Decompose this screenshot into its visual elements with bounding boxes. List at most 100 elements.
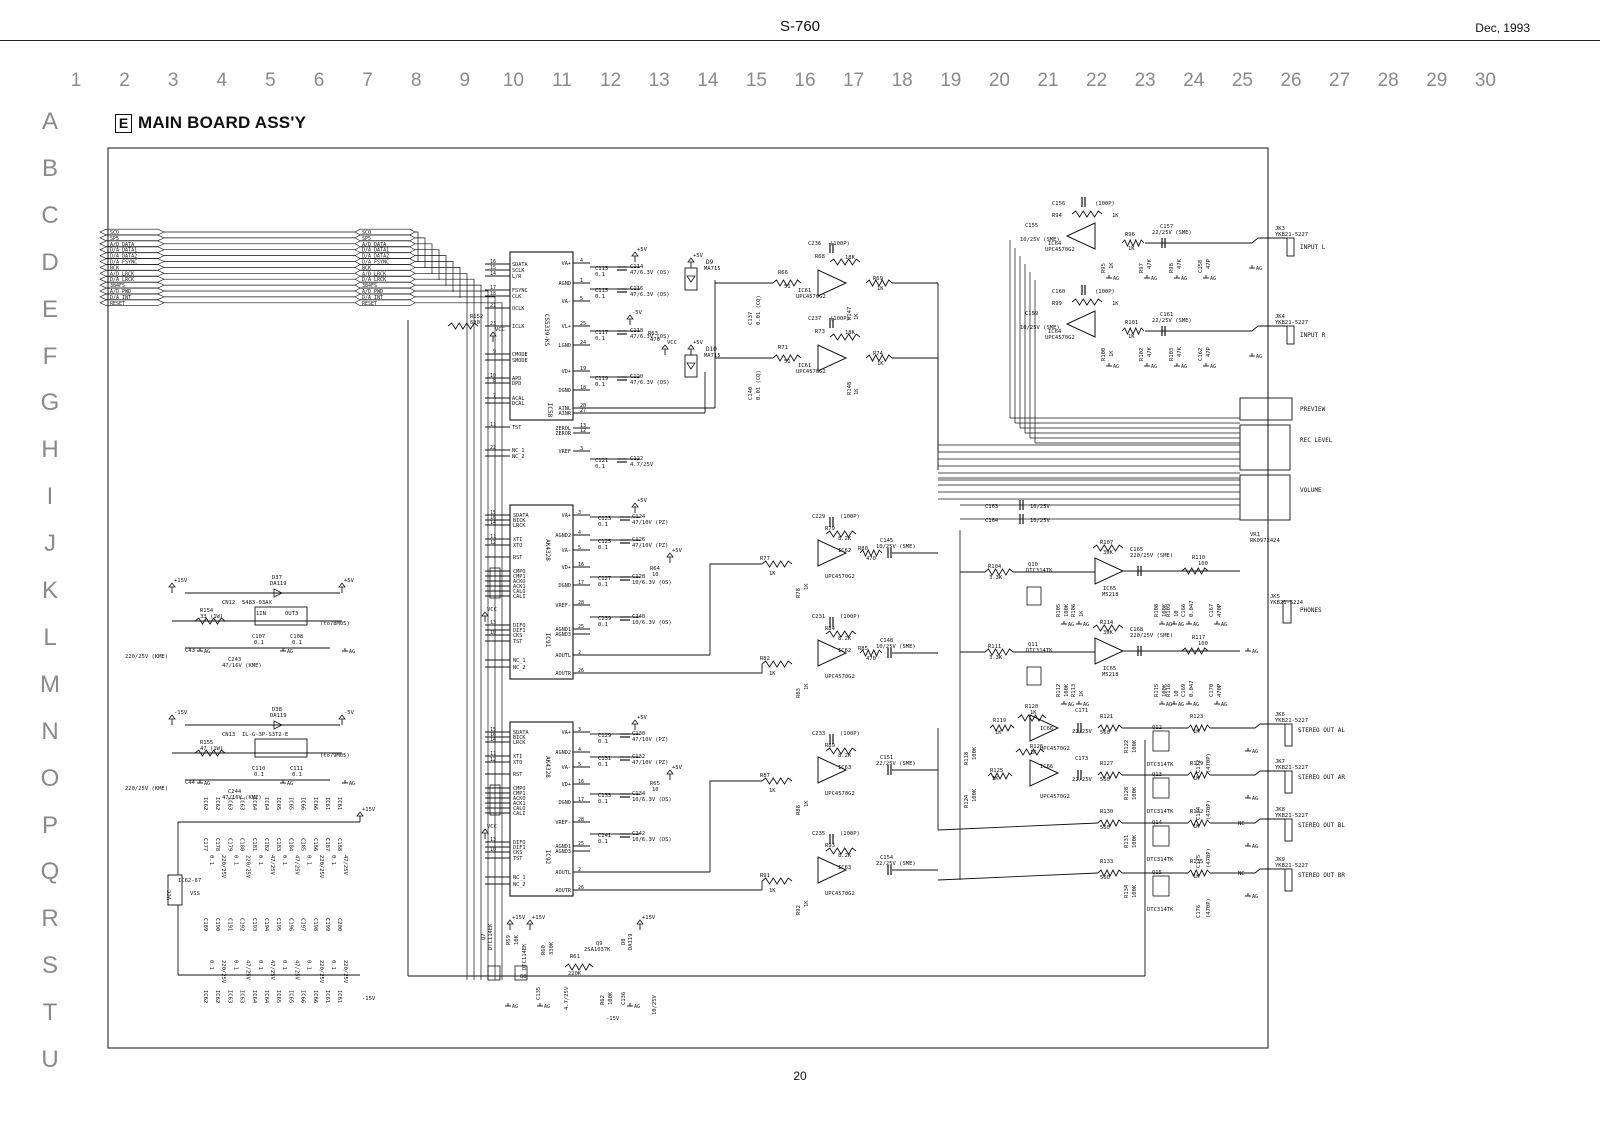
input-ic-part: UPC4570G2 — [1045, 335, 1075, 341]
grid-column-29: 29 — [1426, 70, 1448, 91]
ground-label: AG — [1252, 796, 1258, 802]
out-r-val: 1K — [1193, 776, 1200, 782]
out-mute-transistor — [1152, 777, 1170, 799]
cap-value: 0.1 — [598, 762, 608, 768]
cap-ref: C241 — [598, 833, 611, 839]
out-ra-val: 560 — [1100, 875, 1110, 881]
decoupling-val-top: 47/25V — [293, 855, 299, 876]
dac-buffer-rfb-ref: R93 — [825, 843, 835, 849]
input-jack-wire — [1240, 325, 1287, 332]
out-ra-ref: R130 — [1100, 809, 1113, 815]
cap-ref: C113 — [595, 266, 608, 272]
reg2-diode-part: DA119 — [270, 713, 287, 719]
ic58-pin-number: 22 — [490, 445, 496, 451]
decoupling-val-top: 0.1 — [232, 855, 238, 865]
adc-buffer-opamp — [817, 344, 848, 372]
ic58-pin-name: VD+ — [562, 369, 571, 375]
ic58-pin-name: ZEROR — [555, 431, 571, 437]
ic92-pin-name: ACKO — [513, 796, 526, 802]
rail-arrow — [631, 502, 639, 508]
ic58-pin-name: DCAL — [512, 401, 525, 407]
ic92-pin-number: 2 — [578, 867, 581, 873]
rail-arrow — [526, 919, 534, 925]
schematic-frame — [107, 147, 1269, 1049]
out-mute-transistor — [1152, 875, 1170, 897]
rail-label: VCC — [487, 607, 497, 613]
ic92-pin-name: XTO — [513, 760, 522, 766]
decoupling-ic-top: IC61 — [336, 797, 342, 810]
cap-ref: C239 — [598, 616, 611, 622]
phones-output-resistor — [1181, 647, 1209, 655]
r124-ref: R124 — [964, 794, 970, 808]
bus-route — [415, 284, 482, 980]
cap-value: 47/6.3V (OS) — [630, 380, 670, 386]
phones-jack-part: YKB21-5224 — [1270, 600, 1304, 606]
r126-resistor — [1015, 748, 1045, 756]
bus-route — [415, 237, 426, 268]
ic62-67-supply-box — [167, 874, 183, 906]
out-nc-label: NC — [1238, 821, 1245, 827]
input-cfb-val: (100P) — [1095, 201, 1115, 207]
dac-feedback-resistor — [825, 630, 857, 638]
r65-value: 10 — [652, 787, 659, 793]
grid-column-21: 21 — [1037, 70, 1059, 91]
ic91-pin-name: DIF1 — [513, 628, 526, 634]
input-shunt-val: 47K — [1147, 258, 1153, 269]
ic58-pin-name: FSYNC — [512, 288, 528, 294]
adc-buffer-rbias-val: 1K — [854, 388, 860, 395]
dac-buffer-rin-val: 1K — [769, 671, 776, 677]
dac-buffer-opamp — [817, 639, 848, 667]
reg2-r-ref: R155 — [200, 740, 213, 746]
r60-val: 330K — [549, 941, 555, 955]
grid-column-1: 1 — [70, 70, 82, 91]
out-rb-val: 100K — [1132, 884, 1138, 898]
ground-label: AG — [1178, 702, 1184, 708]
ic58-pin-number: 27 — [580, 408, 586, 414]
phones-ic-ref: IC65 — [1103, 666, 1116, 672]
dac-buffer-rout-val: 470 — [866, 656, 876, 662]
ic92-pin-number: 14 — [490, 737, 496, 743]
grid-column-11: 11 — [552, 70, 572, 91]
reg1-c4-val: 47/16V (KME) — [222, 663, 262, 669]
ic92-pin-number: 16 — [578, 779, 584, 785]
ic91-pin-name: CALO — [513, 589, 526, 595]
decoupling-cap-top: C183 — [275, 838, 281, 851]
ic58-pin-name: VA+ — [562, 261, 571, 267]
dac-buffer-rgnd-ref: R88 — [796, 805, 802, 815]
decoupling-val-bot: 0.1 — [232, 960, 238, 970]
input-shunt-val: 47K — [1177, 346, 1183, 357]
input-cout-val: 22/25V (SME) — [1152, 230, 1192, 236]
grid-row-H: H — [41, 436, 59, 464]
page-number: 20 — [793, 1069, 807, 1083]
out-c-ref: C175 — [1196, 855, 1202, 868]
dac-buffer-rin-ref: R91 — [760, 873, 770, 879]
dac-buffer-cout-val: 10/25V (SME) — [876, 644, 916, 650]
ic92-pin-number: 15 — [490, 727, 496, 733]
phones-shunt-ref: R115 — [1154, 684, 1160, 697]
ic58-pin-name: ACAL — [512, 396, 525, 402]
dac-buffer-ic-part: UPC4570G2 — [825, 574, 855, 580]
grid-row-J: J — [44, 530, 56, 558]
rail-label: -5V — [632, 310, 643, 316]
out-ra-val: 560 — [1100, 825, 1110, 831]
rail-arrow — [506, 919, 514, 925]
ground-label: AG — [1068, 702, 1074, 708]
decoupling-cap-bot: C194 — [263, 918, 269, 932]
decoupling-ic-top: IC65 — [287, 797, 293, 810]
dac-buffer-rfb-val: 8.2K — [838, 853, 852, 859]
decoupling-cap-top: C187 — [324, 838, 330, 851]
ic91-pin-name: NC_1 — [513, 658, 526, 664]
input-rout-ref: R96 — [1125, 232, 1135, 238]
decoupling-ic-top: IC66 — [300, 797, 306, 810]
decoupling-val-bot: 220/25V — [342, 960, 348, 984]
phones-ic-part: M5218 — [1102, 592, 1119, 598]
decoupling-val-bot: 0.1 — [281, 960, 287, 970]
phones-q-part: DTC314TK — [1026, 568, 1053, 574]
out-ra-ref: R127 — [1100, 761, 1113, 767]
d8-part: DA119 — [628, 933, 634, 950]
rail-label: +5V — [637, 715, 648, 721]
reg1-in-label: 1IN — [256, 611, 266, 617]
q7-ref: Q7 — [481, 933, 487, 940]
diode-package — [684, 354, 698, 378]
r126-ref: R126 — [1030, 744, 1043, 750]
